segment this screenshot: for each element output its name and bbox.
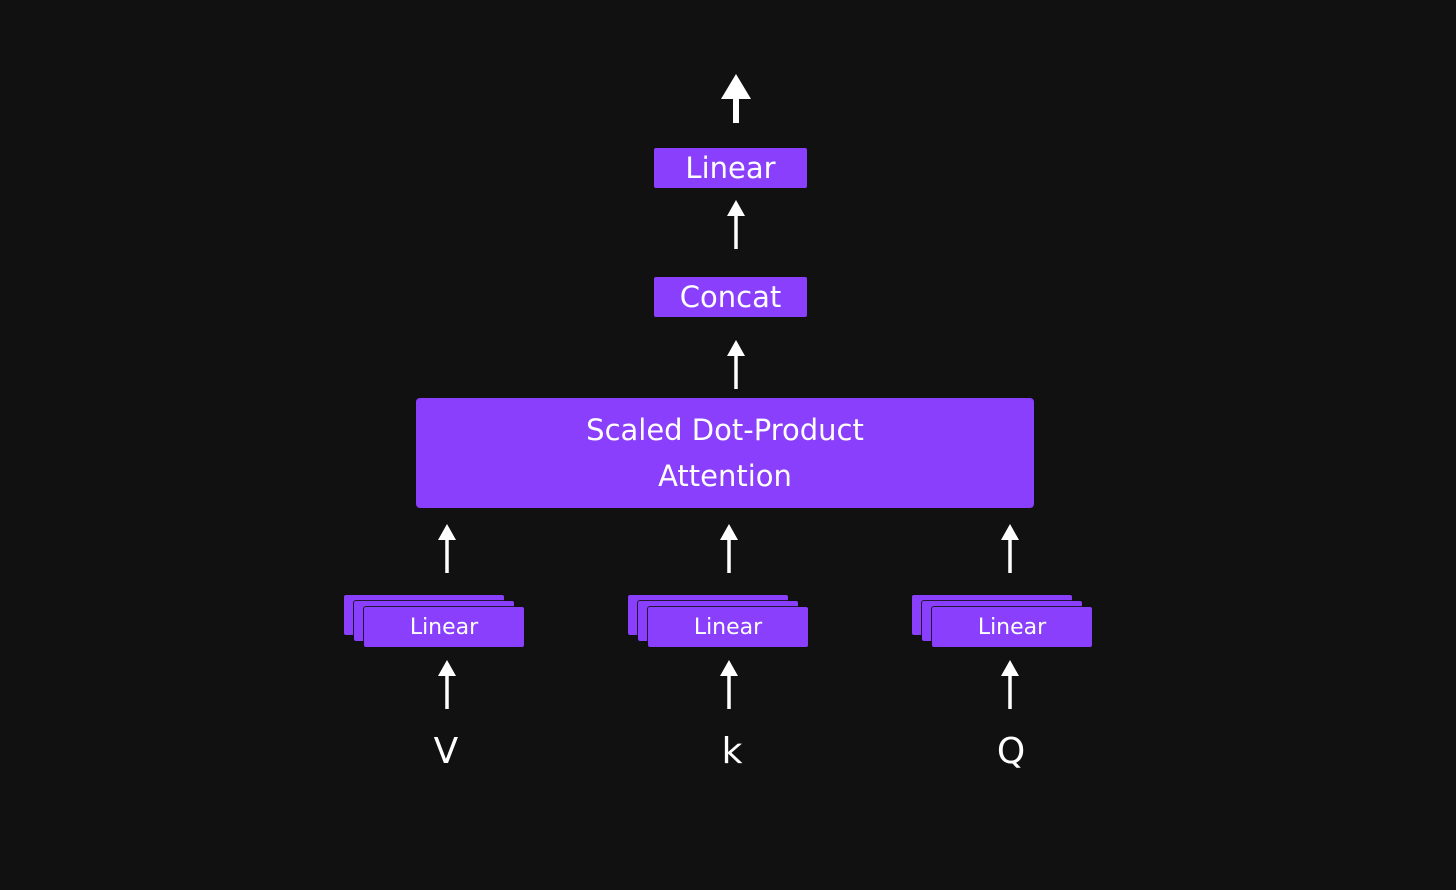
q-linear-stack: Linear (912, 595, 1094, 647)
scaled-dot-product-attention-box: Scaled Dot-Product Attention (416, 398, 1034, 508)
v-input-arrow-icon (438, 660, 456, 709)
concat-label: Concat (679, 279, 782, 314)
k-input-arrow-icon (720, 660, 738, 709)
attention-label-line2: Attention (658, 459, 792, 493)
concat-box: Concat (654, 277, 807, 317)
output-linear-label: Linear (685, 150, 776, 185)
concat-to-linear-arrow-icon (727, 200, 745, 249)
v-linear-stack: Linear (344, 595, 526, 647)
q-input-label: Q (996, 731, 1026, 772)
v-input-label: V (433, 731, 459, 772)
attention-to-concat-arrow-icon (727, 340, 745, 389)
q-linear-layer-front: Linear (932, 607, 1092, 647)
v-linear-layer-front: Linear (364, 607, 524, 647)
k-to-attention-arrow-icon (720, 524, 738, 573)
q-to-attention-arrow-icon (1001, 524, 1019, 573)
output-arrow-icon (721, 74, 751, 123)
attention-label-line1: Scaled Dot-Product (586, 413, 864, 447)
k-linear-stack: Linear (628, 595, 810, 647)
k-linear-layer-front: Linear (648, 607, 808, 647)
v-linear-label: Linear (409, 614, 479, 640)
q-input-arrow-icon (1001, 660, 1019, 709)
v-to-attention-arrow-icon (438, 524, 456, 573)
k-input-label: k (721, 731, 743, 772)
q-linear-label: Linear (977, 614, 1047, 640)
k-linear-label: Linear (693, 614, 763, 640)
output-linear-box: Linear (654, 148, 807, 188)
